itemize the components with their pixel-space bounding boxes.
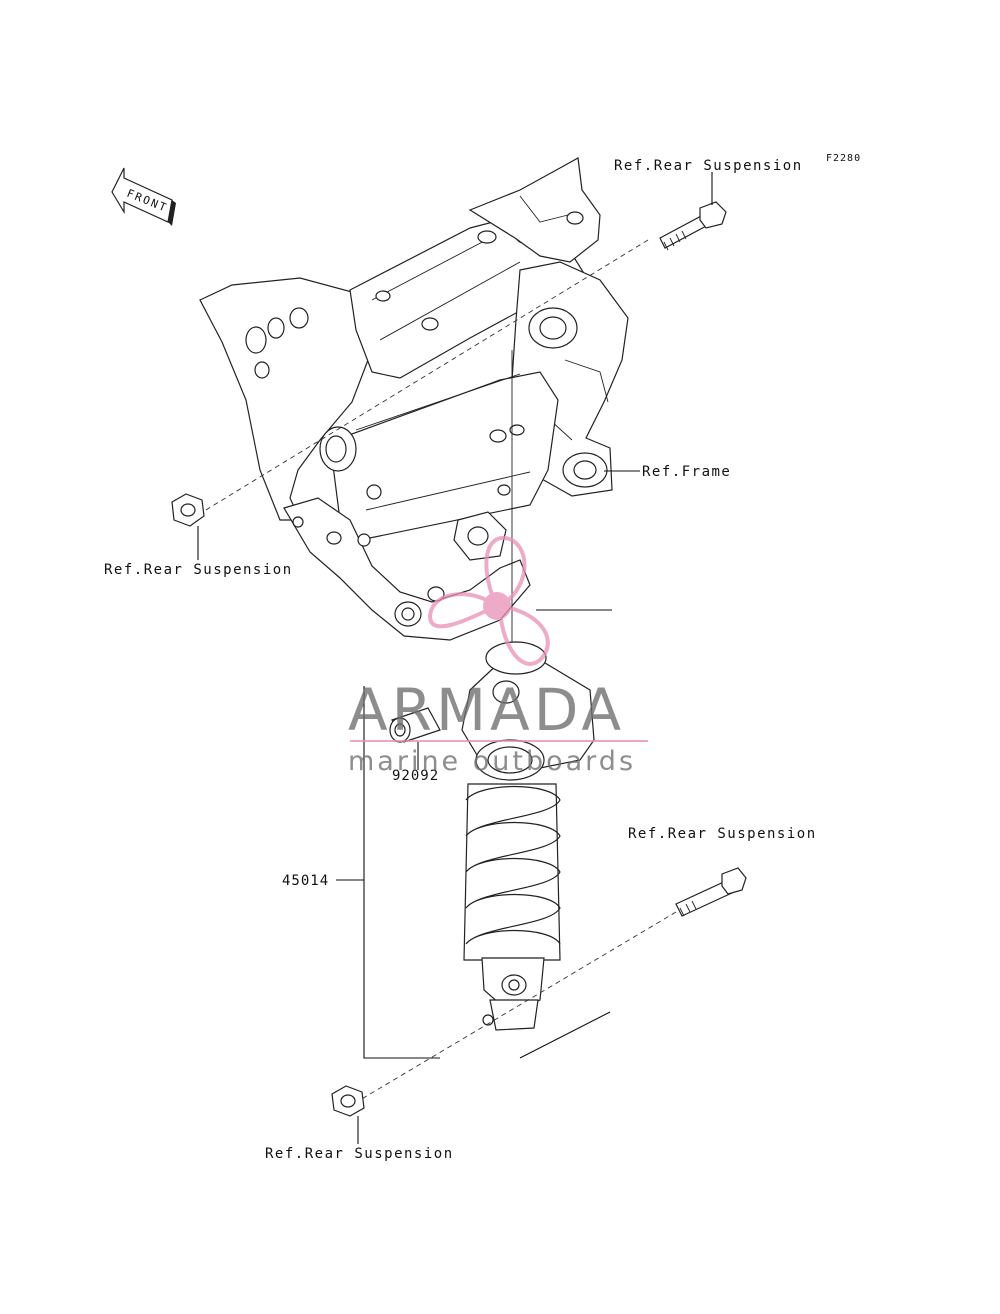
- watermark-tagline: marine outboards: [348, 746, 636, 777]
- bushing-92092: [389, 707, 441, 743]
- front-arrow-icon: FRONT: [111, 167, 176, 226]
- label-ref-rear-suspension-left: Ref.Rear Suspension: [104, 562, 293, 578]
- armada-logo: [427, 536, 550, 666]
- label-ref-rear-suspension-bottom: Ref.Rear Suspension: [265, 1146, 454, 1162]
- bolt-centerline-bottom: [359, 911, 677, 1101]
- label-ref-rear-suspension-top: Ref.Rear Suspension: [614, 158, 803, 174]
- figure-code: F2280: [826, 153, 861, 164]
- frame-drawing: [199, 157, 629, 641]
- part-number-45014: 45014: [282, 873, 329, 889]
- bracket-45014: [363, 686, 440, 1059]
- left-nut: [171, 493, 205, 527]
- watermark-brand: ARMADA: [348, 676, 625, 744]
- shock-absorber-drawing: [461, 641, 595, 1031]
- bolt-centerline-top: [195, 239, 649, 517]
- bracket-45014-right: [519, 1011, 611, 1059]
- lower-bolt: [675, 867, 747, 917]
- top-bolt: [659, 201, 727, 251]
- label-ref-rear-suspension-right: Ref.Rear Suspension: [628, 826, 817, 842]
- bottom-nut: [331, 1085, 365, 1117]
- part-number-92092: 92092: [392, 768, 439, 784]
- label-ref-frame: Ref.Frame: [642, 464, 731, 480]
